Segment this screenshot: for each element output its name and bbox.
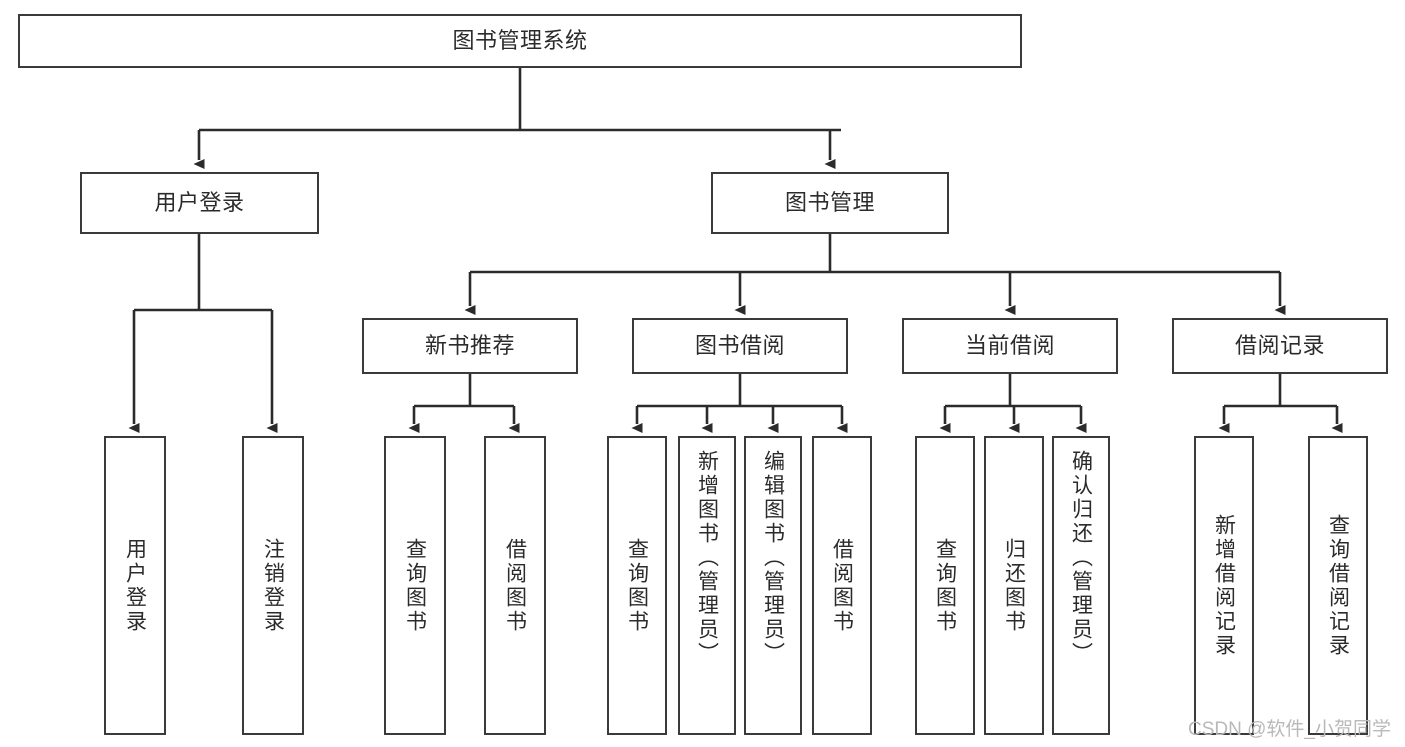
node-user-login[interactable]: 用户登录 xyxy=(80,172,319,234)
node-label: 新书推荐 xyxy=(424,332,515,358)
leaf-edit-book[interactable]: 编辑图书（管理员） xyxy=(744,436,802,735)
watermark-text: CSDN @软件_小贺同学 xyxy=(1188,719,1391,740)
node-label: 借阅图书 xyxy=(503,537,527,634)
node-label: 查询图书 xyxy=(625,537,649,634)
leaf-query-book-1[interactable]: 查询图书 xyxy=(384,436,446,735)
node-label: 用户登录 xyxy=(154,189,245,215)
node-label: 新增借阅记录 xyxy=(1212,513,1236,658)
leaf-return-book[interactable]: 归还图书 xyxy=(984,436,1044,735)
node-label: 归还图书 xyxy=(1002,537,1026,634)
leaf-query-book-2[interactable]: 查询图书 xyxy=(607,436,667,735)
leaf-query-book-3[interactable]: 查询图书 xyxy=(915,436,975,735)
node-book-manage[interactable]: 图书管理 xyxy=(711,172,949,234)
leaf-borrow-book-2[interactable]: 借阅图书 xyxy=(812,436,872,735)
leaf-user-login[interactable]: 用户登录 xyxy=(104,436,166,735)
leaf-add-record[interactable]: 新增借阅记录 xyxy=(1194,436,1254,735)
node-label: 查询借阅记录 xyxy=(1326,513,1350,658)
node-book-borrow[interactable]: 图书借阅 xyxy=(632,318,848,374)
node-new-book-recommend[interactable]: 新书推荐 xyxy=(362,318,578,374)
node-book-management-system[interactable]: 图书管理系统 xyxy=(18,14,1022,68)
node-label: 确认归还（管理员） xyxy=(1069,450,1093,666)
node-label: 新增图书（管理员） xyxy=(695,450,719,666)
node-current-borrow[interactable]: 当前借阅 xyxy=(902,318,1118,374)
node-label: 用户登录 xyxy=(123,537,147,634)
node-label: 图书管理 xyxy=(784,189,875,215)
node-label: 查询图书 xyxy=(933,537,957,634)
leaf-query-record[interactable]: 查询借阅记录 xyxy=(1308,436,1368,735)
leaf-logout-login[interactable]: 注销登录 xyxy=(242,436,304,735)
leaf-borrow-book-1[interactable]: 借阅图书 xyxy=(484,436,546,735)
leaf-confirm-return[interactable]: 确认归还（管理员） xyxy=(1052,436,1110,735)
node-label: 借阅图书 xyxy=(830,537,854,634)
node-label: 借阅记录 xyxy=(1234,332,1325,358)
node-label: 编辑图书（管理员） xyxy=(761,450,785,666)
node-label: 图书管理系统 xyxy=(452,27,588,53)
node-label: 图书借阅 xyxy=(694,332,785,358)
leaf-add-book[interactable]: 新增图书（管理员） xyxy=(678,436,736,735)
node-label: 查询图书 xyxy=(403,537,427,634)
node-borrow-record[interactable]: 借阅记录 xyxy=(1172,318,1388,374)
node-label: 当前借阅 xyxy=(964,332,1055,358)
node-label: 注销登录 xyxy=(261,537,285,634)
